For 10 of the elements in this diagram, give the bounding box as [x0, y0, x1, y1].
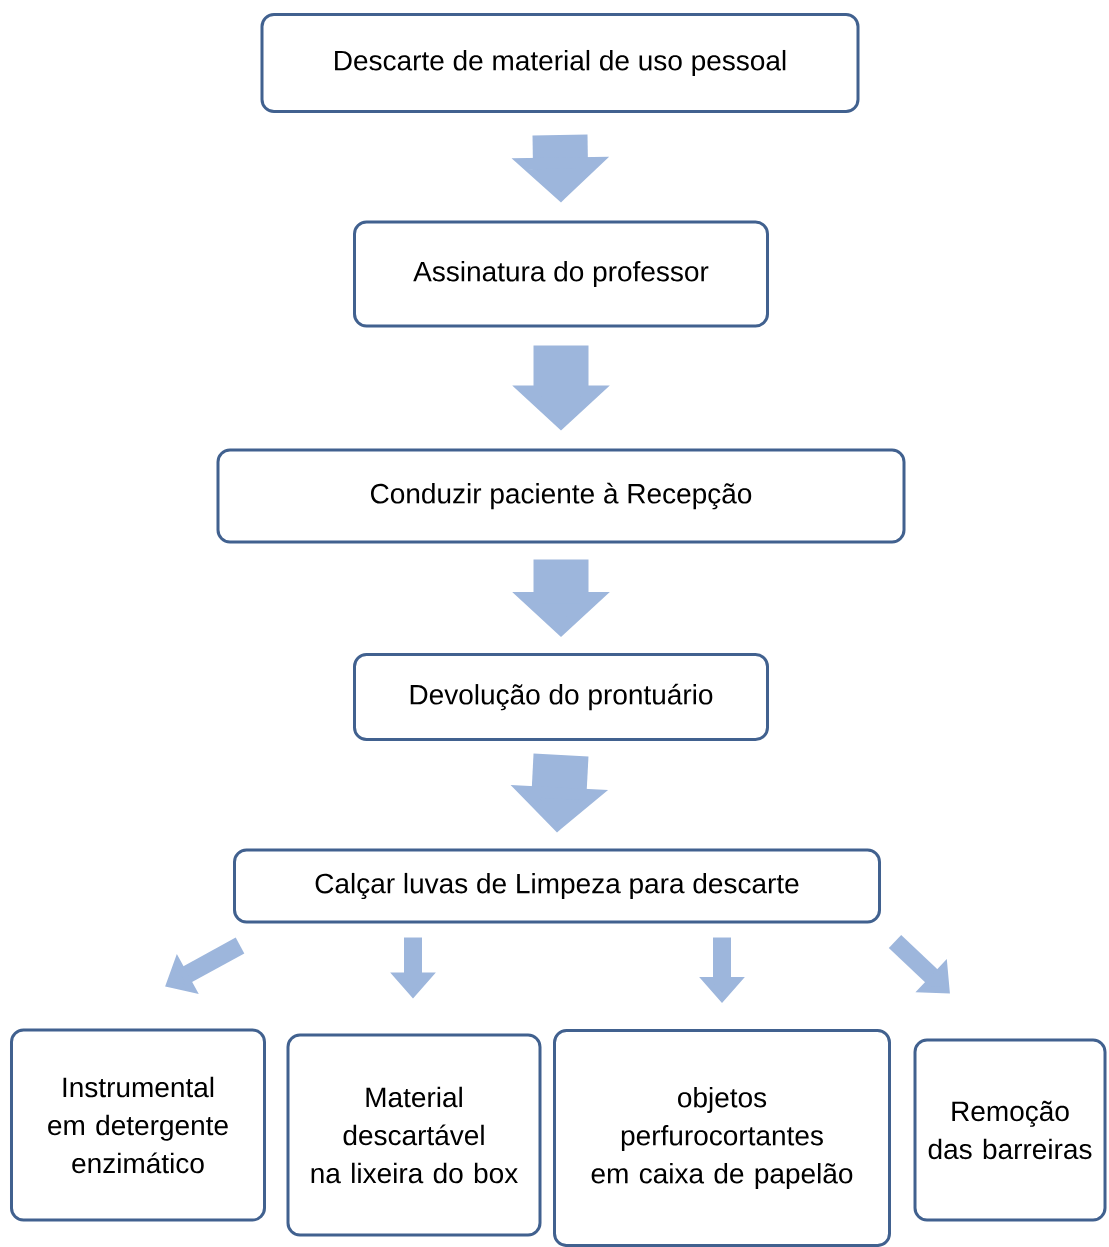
process-box: Remoção das barreiras: [913, 1038, 1107, 1222]
process-box: Material descartável na lixeira do box: [286, 1033, 542, 1237]
process-box: objetos perfurocortantes em caixa de papelão: [553, 1029, 891, 1247]
process-box: Devolução do prontuário: [353, 653, 769, 741]
block-arrow: [888, 934, 950, 994]
process-box: Assinatura do professor: [353, 220, 769, 328]
process-box: Conduzir paciente à Recepção: [216, 448, 906, 544]
process-box: Calçar luvas de Limpeza para descarte: [233, 848, 881, 924]
process-box: Instrumental em detergente enzimático: [10, 1028, 266, 1222]
process-box: Descarte de material de uso pessoal: [260, 13, 860, 113]
